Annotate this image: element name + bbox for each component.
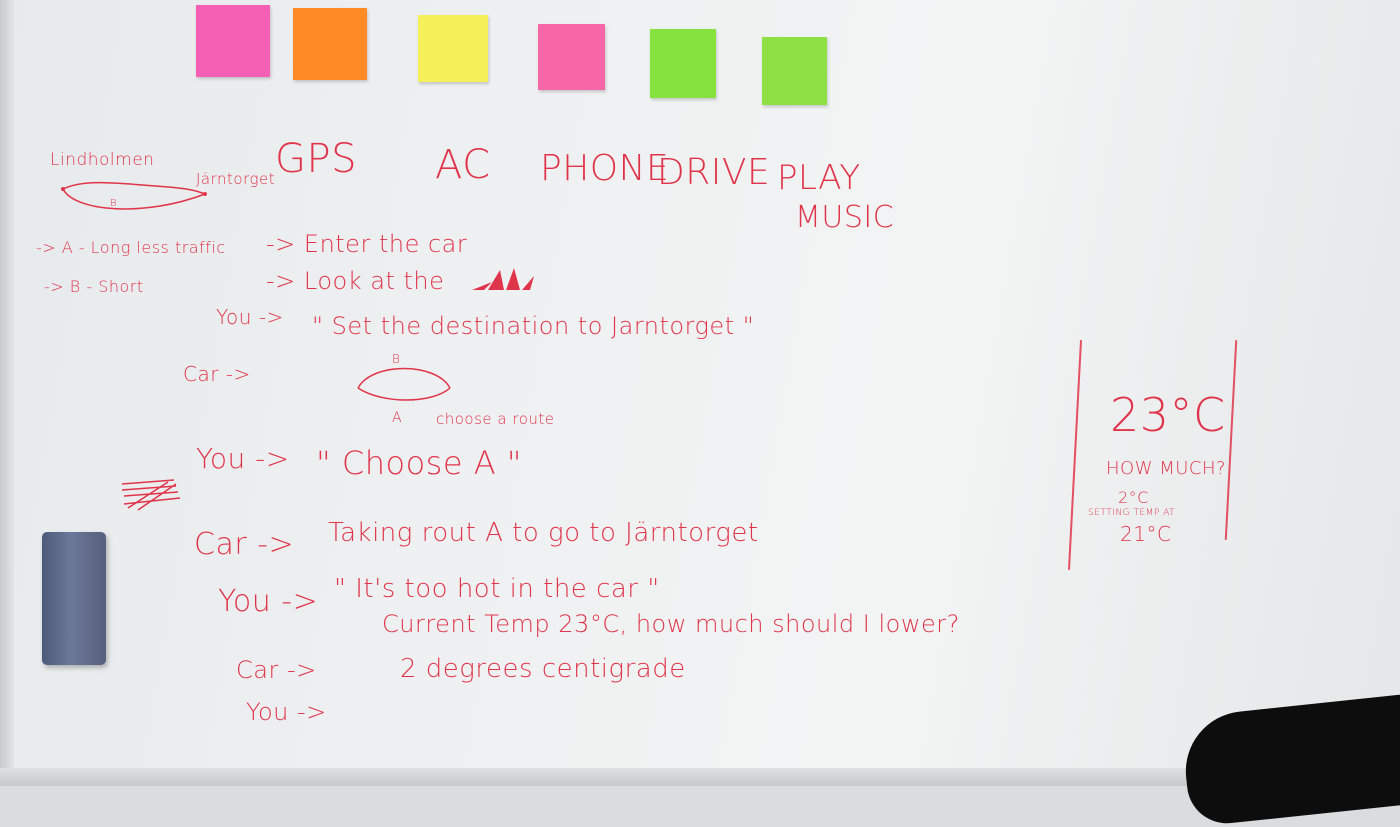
category-music: MUSIC [795, 200, 895, 235]
speaker-car-2: Car -> [194, 527, 295, 562]
whiteboard [0, 0, 1400, 786]
dialogue-line-1: -> Enter the car [266, 230, 468, 258]
sticky-note-2 [293, 8, 367, 80]
speaker-car-3: Car -> [236, 656, 317, 684]
route-from-label: Lindholmen [50, 150, 155, 170]
route-to-label: Järntorget [196, 170, 276, 188]
category-drive: DRIVE [657, 152, 771, 193]
speaker-car-1: Car -> [183, 362, 251, 386]
temp-target: 21°C [1120, 522, 1172, 546]
dialogue-line-7: " It's too hot in the car " [334, 574, 660, 604]
speaker-you-3: You -> [218, 584, 319, 619]
whiteboard-eraser [42, 532, 106, 665]
temp-question: HOW MUCH? [1106, 458, 1227, 479]
option-b: -> B - Short [44, 277, 144, 296]
category-ac: AC [435, 142, 491, 188]
dialogue-line-3: " Set the destination to Jarntorget " [312, 312, 755, 340]
route-choice-sketch [357, 367, 451, 401]
speaker-you-1: You -> [216, 305, 284, 329]
crossed-out-scribble [121, 479, 181, 511]
sticky-note-5 [650, 29, 716, 98]
dialogue-line-9: 2 degrees centigrade [400, 654, 686, 684]
whiteboard-tray [0, 768, 1400, 786]
temp-current: 23°C [1110, 388, 1226, 442]
speaker-you-2: You -> [196, 442, 290, 475]
dashboard-icon [472, 268, 534, 290]
option-a: -> A - Long less traffic [36, 238, 226, 257]
temp-delta: 2°C [1118, 488, 1149, 507]
dialogue-line-2: -> Look at the [266, 267, 445, 295]
map-label-a: A [392, 410, 403, 426]
sticky-note-1 [196, 5, 270, 77]
dialogue-line-5: " Choose A " [316, 444, 522, 482]
whiteboard-frame-left [0, 0, 14, 786]
sticky-note-3 [418, 15, 488, 82]
dialogue-line-8: Current Temp 23°C, how much should I low… [382, 610, 960, 638]
category-play: PLAY [777, 158, 861, 198]
temp-status: SETTING TEMP AT [1088, 508, 1176, 518]
route-sketch [61, 181, 207, 210]
category-phone: PHONE [540, 148, 670, 189]
map-label-b: B [392, 352, 401, 366]
route-b-label: B [110, 198, 118, 209]
dialogue-line-6: Taking rout A to go to Järntorget [328, 518, 759, 548]
sticky-note-6 [762, 37, 827, 105]
sticky-note-4 [538, 24, 605, 90]
speaker-you-4: You -> [246, 698, 327, 726]
category-gps: GPS [275, 136, 358, 182]
dialogue-line-4: choose a route [436, 410, 555, 428]
